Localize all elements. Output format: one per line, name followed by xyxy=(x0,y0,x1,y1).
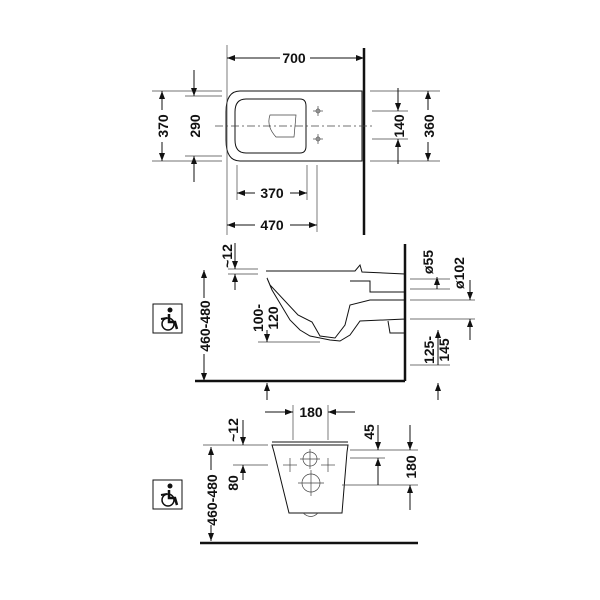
dim-outlet-height-2: 145 xyxy=(436,338,452,362)
bowl-front xyxy=(271,444,349,514)
dim-bowl-depth-2: 120 xyxy=(265,306,281,330)
dim-width-outer: 370 xyxy=(155,114,171,138)
wheelchair-icon xyxy=(152,479,183,510)
inlet-pipe xyxy=(350,280,405,293)
dim-seat-height-front: 460-480 xyxy=(204,474,220,526)
dim-inlet-offset: 80 xyxy=(225,475,241,491)
dim-inlet-diameter: ø55 xyxy=(420,250,436,274)
front-view: 180 ~12 80 460-480 45 180 xyxy=(152,404,419,545)
dim-top-offset: 45 xyxy=(361,424,377,440)
dim-fixing-height: 180 xyxy=(403,455,419,479)
seat-opening xyxy=(234,98,307,154)
dim-seat-offset-front: ~12 xyxy=(225,418,241,442)
fixing-points xyxy=(313,106,323,144)
flush-outlet xyxy=(268,114,297,138)
bracket xyxy=(387,320,405,334)
top-view: 700 370 290 140 360 370 470 xyxy=(152,45,440,235)
dim-outlet-height-1: 125- xyxy=(421,336,437,364)
dim-wall-width: 360 xyxy=(421,114,437,138)
dim-width-inner: 290 xyxy=(187,114,203,138)
wheelchair-icon xyxy=(152,303,183,334)
dim-fixing-spacing: 140 xyxy=(391,114,407,138)
dim-length: 700 xyxy=(282,50,306,66)
dim-fixing-depth-1: 370 xyxy=(260,185,284,201)
bowl-profile xyxy=(266,277,406,342)
seat-lid xyxy=(266,263,406,275)
dim-outlet-diameter: ø102 xyxy=(451,257,467,289)
bowl-outline xyxy=(225,90,363,162)
side-view: ~12 460-480 100- 120 ø55 ø102 125- 145 xyxy=(152,243,475,400)
dim-bowl-depth-1: 100- xyxy=(250,304,266,332)
dim-fixing-depth-2: 470 xyxy=(260,217,284,233)
dim-seat-offset: ~12 xyxy=(219,244,235,268)
dim-seat-height: 460-480 xyxy=(197,300,213,352)
bowl-bottom xyxy=(302,512,319,517)
fixing-holes xyxy=(283,449,335,496)
dim-fixing-width: 180 xyxy=(299,404,323,420)
